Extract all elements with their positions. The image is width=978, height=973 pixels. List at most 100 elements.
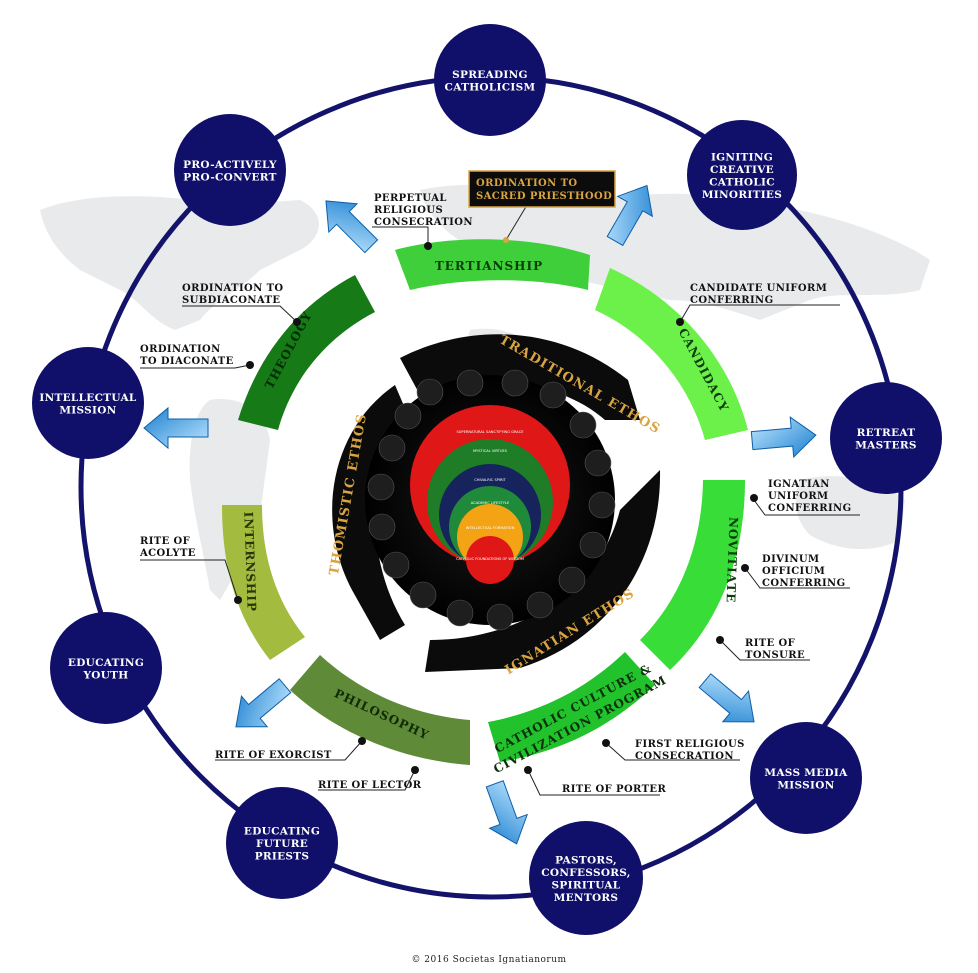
callout-label: RITE OF bbox=[745, 638, 795, 649]
mission-node-circle bbox=[434, 24, 546, 136]
virtue-beads bbox=[367, 369, 616, 631]
callout-label: RITE OF LECTOR bbox=[318, 780, 422, 791]
mission-node-label: SPREADING bbox=[452, 69, 528, 81]
mission-node-label: MISSION bbox=[777, 779, 834, 791]
mission-node-label: SPIRITUAL bbox=[552, 879, 621, 891]
core-label: SUPERNATURAL SANCTIFYING GRACE bbox=[456, 430, 524, 434]
mission-node-label: CONFESSORS, bbox=[541, 867, 631, 879]
segment-philosophy bbox=[290, 655, 470, 765]
callout-dots bbox=[234, 242, 758, 774]
mission-node-circle bbox=[226, 787, 338, 899]
mission-node-label: MISSION bbox=[59, 404, 116, 416]
mission-node-label: PRIESTS bbox=[255, 851, 310, 863]
core-circles bbox=[410, 405, 570, 584]
segment-internship bbox=[222, 505, 305, 660]
callout-label: RITE OF bbox=[140, 536, 190, 547]
callout-label: OFFICIUM bbox=[762, 566, 825, 577]
callout-label: CONFERRING bbox=[762, 578, 846, 589]
mission-node-label: PRO-CONVERT bbox=[183, 171, 276, 183]
callout-label: RELIGIOUS bbox=[374, 205, 443, 216]
mission-node-circle bbox=[687, 120, 797, 230]
arrow-icon bbox=[235, 678, 292, 728]
mission-node-circle bbox=[830, 382, 942, 494]
callout-label: FIRST RELIGIOUS bbox=[635, 739, 745, 750]
formation-ring bbox=[222, 239, 748, 765]
mission-node-label: CATHOLICISM bbox=[445, 81, 536, 93]
callout-label: PERPETUAL bbox=[374, 193, 447, 204]
core-foundations bbox=[466, 536, 514, 584]
arrow-icon bbox=[485, 780, 529, 845]
mission-node-label: EDUCATING bbox=[244, 826, 320, 838]
core-label: MYSTICAL VIRTUES bbox=[473, 449, 508, 453]
core-label: CHIVALRIC SPIRIT bbox=[474, 478, 506, 482]
arrow-icon bbox=[325, 200, 379, 254]
segment-label: INTERNSHIP bbox=[241, 512, 258, 613]
callout-label: CONSECRATION bbox=[374, 217, 473, 228]
callout-label: CONFERRING bbox=[768, 503, 852, 514]
mission-node-label: MINORITIES bbox=[702, 189, 782, 201]
mission-node-label: IGNITING bbox=[711, 151, 773, 163]
callout-label: TONSURE bbox=[745, 650, 805, 661]
mission-node-label: CREATIVE bbox=[710, 164, 774, 176]
mission-node-label: INTELLECTUAL bbox=[39, 392, 137, 404]
callout-label: RITE OF PORTER bbox=[562, 784, 666, 795]
callout-label: DIVINUM bbox=[762, 554, 820, 565]
core-label: CATHOLIC FOUNDATIONS OF WISDOM bbox=[456, 557, 524, 561]
segment-label: TERTIANSHIP bbox=[435, 259, 543, 273]
callout-dot-gold bbox=[503, 237, 509, 243]
mission-node-circle bbox=[174, 114, 286, 226]
core-label: ACADEMIC LIFESTYLE bbox=[471, 501, 510, 505]
core-label: INTELLECTUAL FORMATION bbox=[466, 526, 515, 530]
mission-node-label: EDUCATING bbox=[68, 657, 144, 669]
mission-node-circle bbox=[750, 722, 862, 834]
callout-lines bbox=[140, 199, 860, 796]
mission-node-circle bbox=[50, 612, 162, 724]
ethos-ignatian bbox=[425, 470, 661, 672]
arrow-icon bbox=[750, 416, 817, 459]
mission-node-circle bbox=[32, 347, 144, 459]
callout-label: ORDINATION bbox=[140, 344, 221, 355]
callout-label: RITE OF EXORCIST bbox=[215, 750, 332, 761]
segment-tertianship bbox=[395, 239, 590, 290]
callout-label: TO DIACONATE bbox=[140, 356, 234, 367]
segment-novitiate bbox=[640, 480, 745, 670]
mission-node-circle bbox=[529, 821, 643, 935]
copyright-text: © 2016 Societas Ignatianorum bbox=[411, 955, 566, 965]
arrow-icon bbox=[606, 184, 653, 247]
callout-label: IGNATIAN bbox=[768, 479, 830, 490]
mission-node-label: MENTORS bbox=[554, 892, 619, 904]
arrow-icon bbox=[698, 673, 755, 723]
callout-label: ORDINATION TO bbox=[476, 178, 578, 189]
mission-node-label: PASTORS, bbox=[555, 854, 617, 866]
segment-label: CATHOLIC CULTURE & bbox=[492, 661, 654, 756]
callout-label: ORDINATION TO bbox=[182, 283, 284, 294]
callout-label: CONSECRATION bbox=[635, 751, 734, 762]
mission-nodes: SPREADINGCATHOLICISMIGNITINGCREATIVECATH… bbox=[32, 24, 942, 935]
segment-label: NOVITIATE bbox=[723, 517, 740, 604]
mission-arrows bbox=[143, 184, 817, 845]
mission-node-label: MASS MEDIA bbox=[764, 767, 848, 779]
segment-culture bbox=[488, 652, 655, 762]
arrow-icon bbox=[143, 406, 209, 450]
segment-candidacy bbox=[595, 268, 748, 440]
mission-node-label: FUTURE bbox=[256, 838, 308, 850]
mission-node-label: CATHOLIC bbox=[709, 176, 775, 188]
mission-node-label: RETREAT bbox=[857, 427, 916, 439]
ordination-priesthood-box bbox=[468, 170, 616, 208]
segment-theology bbox=[238, 275, 375, 430]
callout-label: CANDIDATE UNIFORM bbox=[690, 283, 827, 294]
callout-label: CONFERRING bbox=[690, 295, 774, 306]
callout-label: ACOLYTE bbox=[139, 548, 196, 559]
callout-label: UNIFORM bbox=[768, 491, 829, 502]
callout-label: SUBDIACONATE bbox=[182, 295, 280, 306]
